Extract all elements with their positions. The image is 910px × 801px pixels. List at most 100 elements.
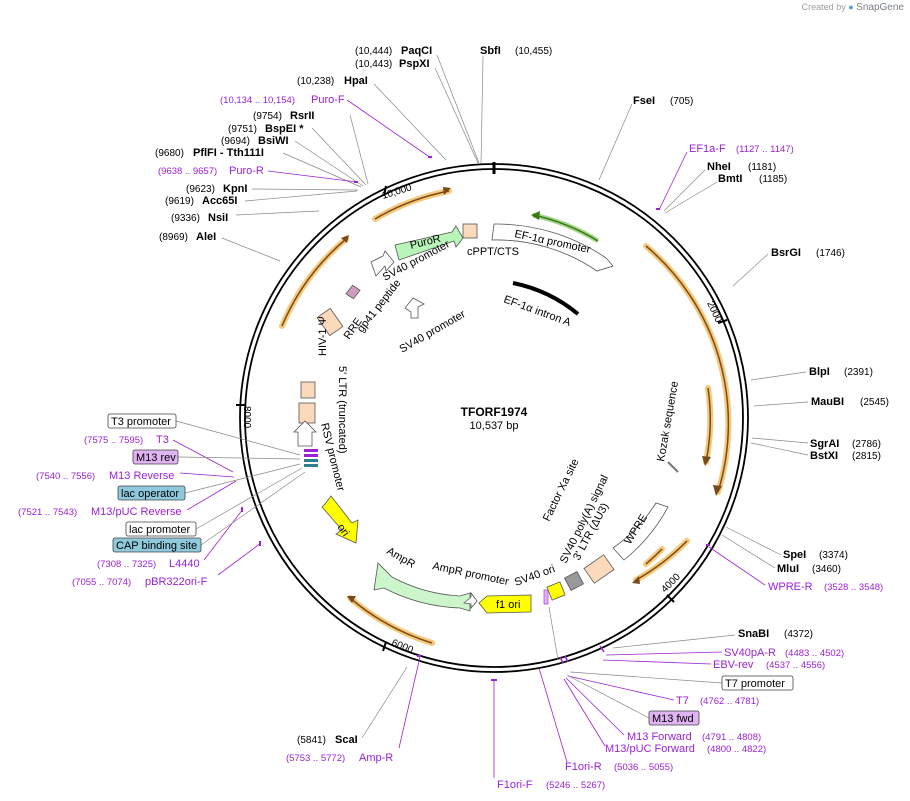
enzyme-scai[interactable]: ScaI	[335, 734, 358, 746]
enzyme-snabi[interactable]: SnaBI	[738, 628, 769, 640]
leader-sbfi	[480, 55, 484, 164]
enzyme-maubi-pos: (2545)	[860, 397, 889, 408]
t3-promoter-label: T3 promoter	[111, 416, 171, 428]
primer-mark-pbr322ori-f	[259, 541, 261, 546]
enzyme-sgrai[interactable]: SgrAI	[810, 438, 839, 450]
boxed-labels: T3 promoter M13 rev lac operator lac pro…	[107, 413, 794, 726]
ef1a-green-arrowhead	[531, 211, 540, 220]
enzyme-sbfi[interactable]: SbfI	[480, 45, 501, 57]
leader-m13-rev	[177, 456, 301, 460]
ampr-promoter-arrow	[463, 591, 478, 610]
primer-t7-pos: (4762 .. 4781)	[700, 696, 759, 707]
primer-f1ori-r[interactable]: F1ori-R	[565, 761, 602, 773]
primer-m13-forward-pos: (4791 .. 4808)	[702, 732, 761, 743]
tick-label-8000: 8000	[241, 406, 252, 429]
m13-rev-box[interactable]	[132, 449, 179, 465]
primer-mark-puro-r	[354, 181, 358, 183]
primer-f1ori-f-pos: (5246 .. 5267)	[546, 780, 605, 791]
primer-ebv-rev[interactable]: EBV-rev	[713, 659, 754, 671]
lac-promoter-box[interactable]	[125, 521, 197, 537]
enzyme-scai-pos: (5841)	[297, 735, 326, 746]
enzyme-acc65i[interactable]: Acc65I	[202, 195, 237, 207]
leader-puro-r	[267, 170, 358, 183]
enzyme-kpni[interactable]: KpnI	[223, 183, 247, 195]
leader-f1ori-r	[538, 667, 568, 763]
orf-line-2	[281, 238, 347, 327]
lac-operator-label: lac operator	[121, 488, 179, 500]
primer-f1ori-f[interactable]: F1ori-F	[497, 779, 533, 791]
t3-promoter-box[interactable]	[107, 413, 177, 429]
primer-puro-r[interactable]: Puro-R	[229, 165, 264, 177]
tick-mark-6000	[382, 641, 387, 652]
leader-bspei	[311, 127, 367, 186]
m13-fwd-box[interactable]	[648, 710, 700, 726]
primer-pbr322ori-f[interactable]: pBR322ori-F	[145, 576, 208, 588]
primer-m13-puc-reverse-pos: (7521 .. 7543)	[18, 507, 77, 518]
enzyme-blpi[interactable]: BlpI	[809, 366, 830, 378]
primer-ef1a-f-pos: (1127 .. 1147)	[736, 144, 794, 155]
primer-mark-puro-f	[428, 156, 432, 158]
primer-t7[interactable]: T7	[676, 695, 689, 707]
enzyme-mlui[interactable]: MluI	[777, 563, 799, 575]
wpre-arrow	[612, 502, 669, 561]
f1-ori-arrow	[478, 594, 532, 614]
enzyme-rsrii-pos: (9754)	[253, 111, 282, 122]
tick-label-6000: 6000	[390, 638, 415, 657]
enzyme-bsrgi[interactable]: BsrGI	[771, 247, 801, 259]
primer-wpre-r[interactable]: WPRE-R	[768, 581, 813, 593]
t7-promoter-box[interactable]	[721, 675, 794, 691]
enzyme-paqci[interactable]: PaqCI	[401, 45, 432, 57]
enzyme-spei[interactable]: SpeI	[783, 549, 806, 561]
sv40-promoter-mid-label: SV40 promoter	[398, 308, 468, 356]
primer-m13-forward[interactable]: M13 Forward	[627, 731, 692, 743]
primer-puro-f[interactable]: Puro-F	[311, 94, 345, 106]
plasmid-size: 10,537 bp	[470, 420, 519, 432]
primer-l4440[interactable]: L4440	[169, 558, 200, 570]
leader-m13-forward	[565, 677, 625, 736]
leader-cap-binding-site	[200, 471, 306, 546]
leader-t7	[567, 675, 675, 701]
primer-m13-reverse[interactable]: M13 Reverse	[109, 470, 174, 482]
primer-mark-l4440	[241, 507, 243, 512]
enzyme-alei[interactable]: AleI	[196, 231, 216, 243]
enzyme-nsii[interactable]: NsiI	[208, 212, 228, 224]
enzyme-labels: SbfI (10,455) (10,444) PaqCI (10,443) Ps…	[155, 45, 889, 746]
cap-binding-site-box[interactable]	[112, 537, 202, 553]
lac-operator-box[interactable]	[117, 485, 186, 501]
enzyme-bmti[interactable]: BmtI	[718, 173, 742, 185]
m13-rev-label: M13 rev	[136, 452, 176, 464]
primer-m13-puc-reverse[interactable]: M13/pUC Reverse	[91, 506, 181, 518]
leader-amp-r	[398, 656, 421, 749]
enzyme-bspei[interactable]: BspEI *	[265, 123, 304, 135]
primer-t3[interactable]: T3	[156, 434, 169, 446]
leader-rsrii	[349, 114, 369, 185]
enzyme-bsrgi-pos: (1746)	[816, 248, 845, 259]
enzyme-bmti-pos: (1185)	[759, 174, 787, 185]
leader-wpre-r	[708, 546, 766, 586]
enzyme-maubi[interactable]: MauBI	[811, 396, 844, 408]
enzyme-bstxi[interactable]: BstXI	[810, 450, 838, 462]
primer-sv40pa-r[interactable]: SV40pA-R	[724, 647, 776, 659]
primer-ef1a-f[interactable]: EF1a-F	[689, 143, 726, 155]
enzyme-fsei[interactable]: FseI	[633, 95, 655, 107]
polya-box	[563, 570, 585, 592]
enzyme-rsrii[interactable]: RsrII	[290, 110, 314, 122]
primer-m13-puc-forward[interactable]: M13/pUC Forward	[605, 743, 695, 755]
gp41-box	[345, 284, 361, 300]
enzyme-pflfi[interactable]: PflFI - Tth111I	[193, 147, 264, 159]
ltr5-box	[298, 402, 316, 424]
enzyme-hpai[interactable]: HpaI	[344, 75, 368, 87]
leader-sv40pa-r	[605, 651, 723, 656]
lac-region-stripes	[304, 449, 318, 467]
enzyme-pspxi[interactable]: PspXI	[399, 58, 430, 70]
enzyme-bsiwi[interactable]: BsiWI	[258, 135, 289, 147]
primer-amp-r[interactable]: Amp-R	[359, 752, 393, 764]
primer-l4440-pos: (7308 .. 7325)	[97, 559, 156, 570]
enzyme-nhei[interactable]: NheI	[707, 161, 731, 173]
leader-fsei	[598, 103, 633, 181]
primer-mark-ef1a-f	[656, 208, 660, 210]
enzyme-nhei-pos: (1181)	[748, 162, 776, 173]
enzyme-acc65i-pos: (9619)	[165, 196, 194, 207]
leader-alei	[221, 237, 281, 262]
